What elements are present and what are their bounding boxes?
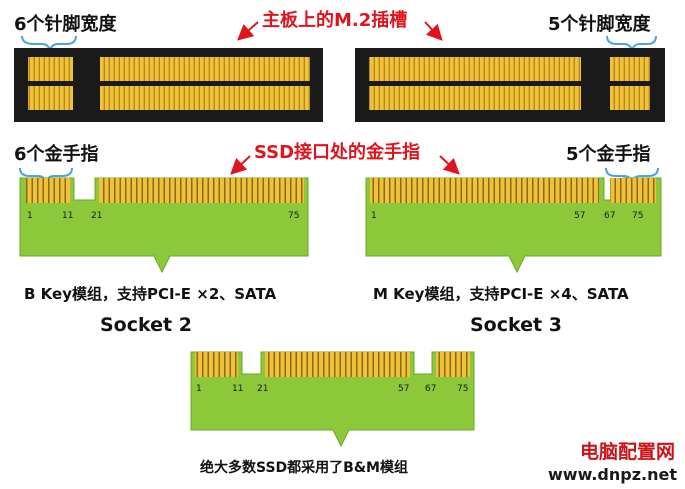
mkey-description: M Key模组，支持PCI-E ×4、SATA — [373, 285, 629, 303]
bm-pin-11: 11 — [232, 384, 243, 394]
right-fingers-label: 5个金手指 — [566, 143, 651, 165]
mkey-pin-67: 67 — [604, 211, 615, 221]
mkey-pin-1: 1 — [371, 211, 377, 221]
ssd-title: SSD接口处的金手指 — [254, 141, 420, 163]
slot-title: 主板上的M.2插槽 — [262, 9, 407, 31]
bm-pin-67: 67 — [425, 384, 436, 394]
slot-arrow-left — [237, 21, 259, 41]
left-pins-label: 6个针脚宽度 — [14, 13, 118, 35]
bm-pin-21: 21 — [257, 384, 268, 394]
ssd-m-key-board — [365, 177, 662, 274]
watermark-url: www.dnpz.net — [548, 465, 677, 484]
socket3-label: Socket 3 — [470, 314, 562, 336]
slot-arrow-right — [424, 21, 443, 41]
mkey-pin-75: 75 — [632, 211, 643, 221]
bm-description: 绝大多数SSD都采用了B&M模组 — [200, 459, 408, 476]
bkey-pin-1: 1 — [27, 211, 33, 221]
ssd-bm-key-board — [190, 351, 475, 448]
bracket-right-top — [606, 35, 657, 54]
bm-pin-1: 1 — [196, 384, 202, 394]
m2-slot-m-key — [355, 48, 665, 122]
ssd-arrow-left — [230, 155, 251, 175]
bm-pin-75: 75 — [457, 384, 468, 394]
bkey-pin-11: 11 — [62, 211, 73, 221]
bracket-left-top — [21, 35, 77, 54]
watermark-title: 电脑配置网 — [580, 440, 675, 463]
right-pins-label: 5个针脚宽度 — [548, 13, 652, 35]
ssd-arrow-right — [439, 155, 460, 175]
ssd-b-key-board — [19, 177, 309, 274]
bkey-description: B Key模组，支持PCI-E ×2、SATA — [24, 285, 277, 303]
socket2-label: Socket 2 — [100, 314, 192, 336]
m2-slot-b-key — [14, 48, 323, 122]
left-fingers-label: 6个金手指 — [14, 143, 99, 165]
bm-pin-57: 57 — [398, 384, 409, 394]
bkey-pin-21: 21 — [91, 211, 102, 221]
mkey-pin-57: 57 — [574, 211, 585, 221]
bkey-pin-75: 75 — [288, 211, 299, 221]
